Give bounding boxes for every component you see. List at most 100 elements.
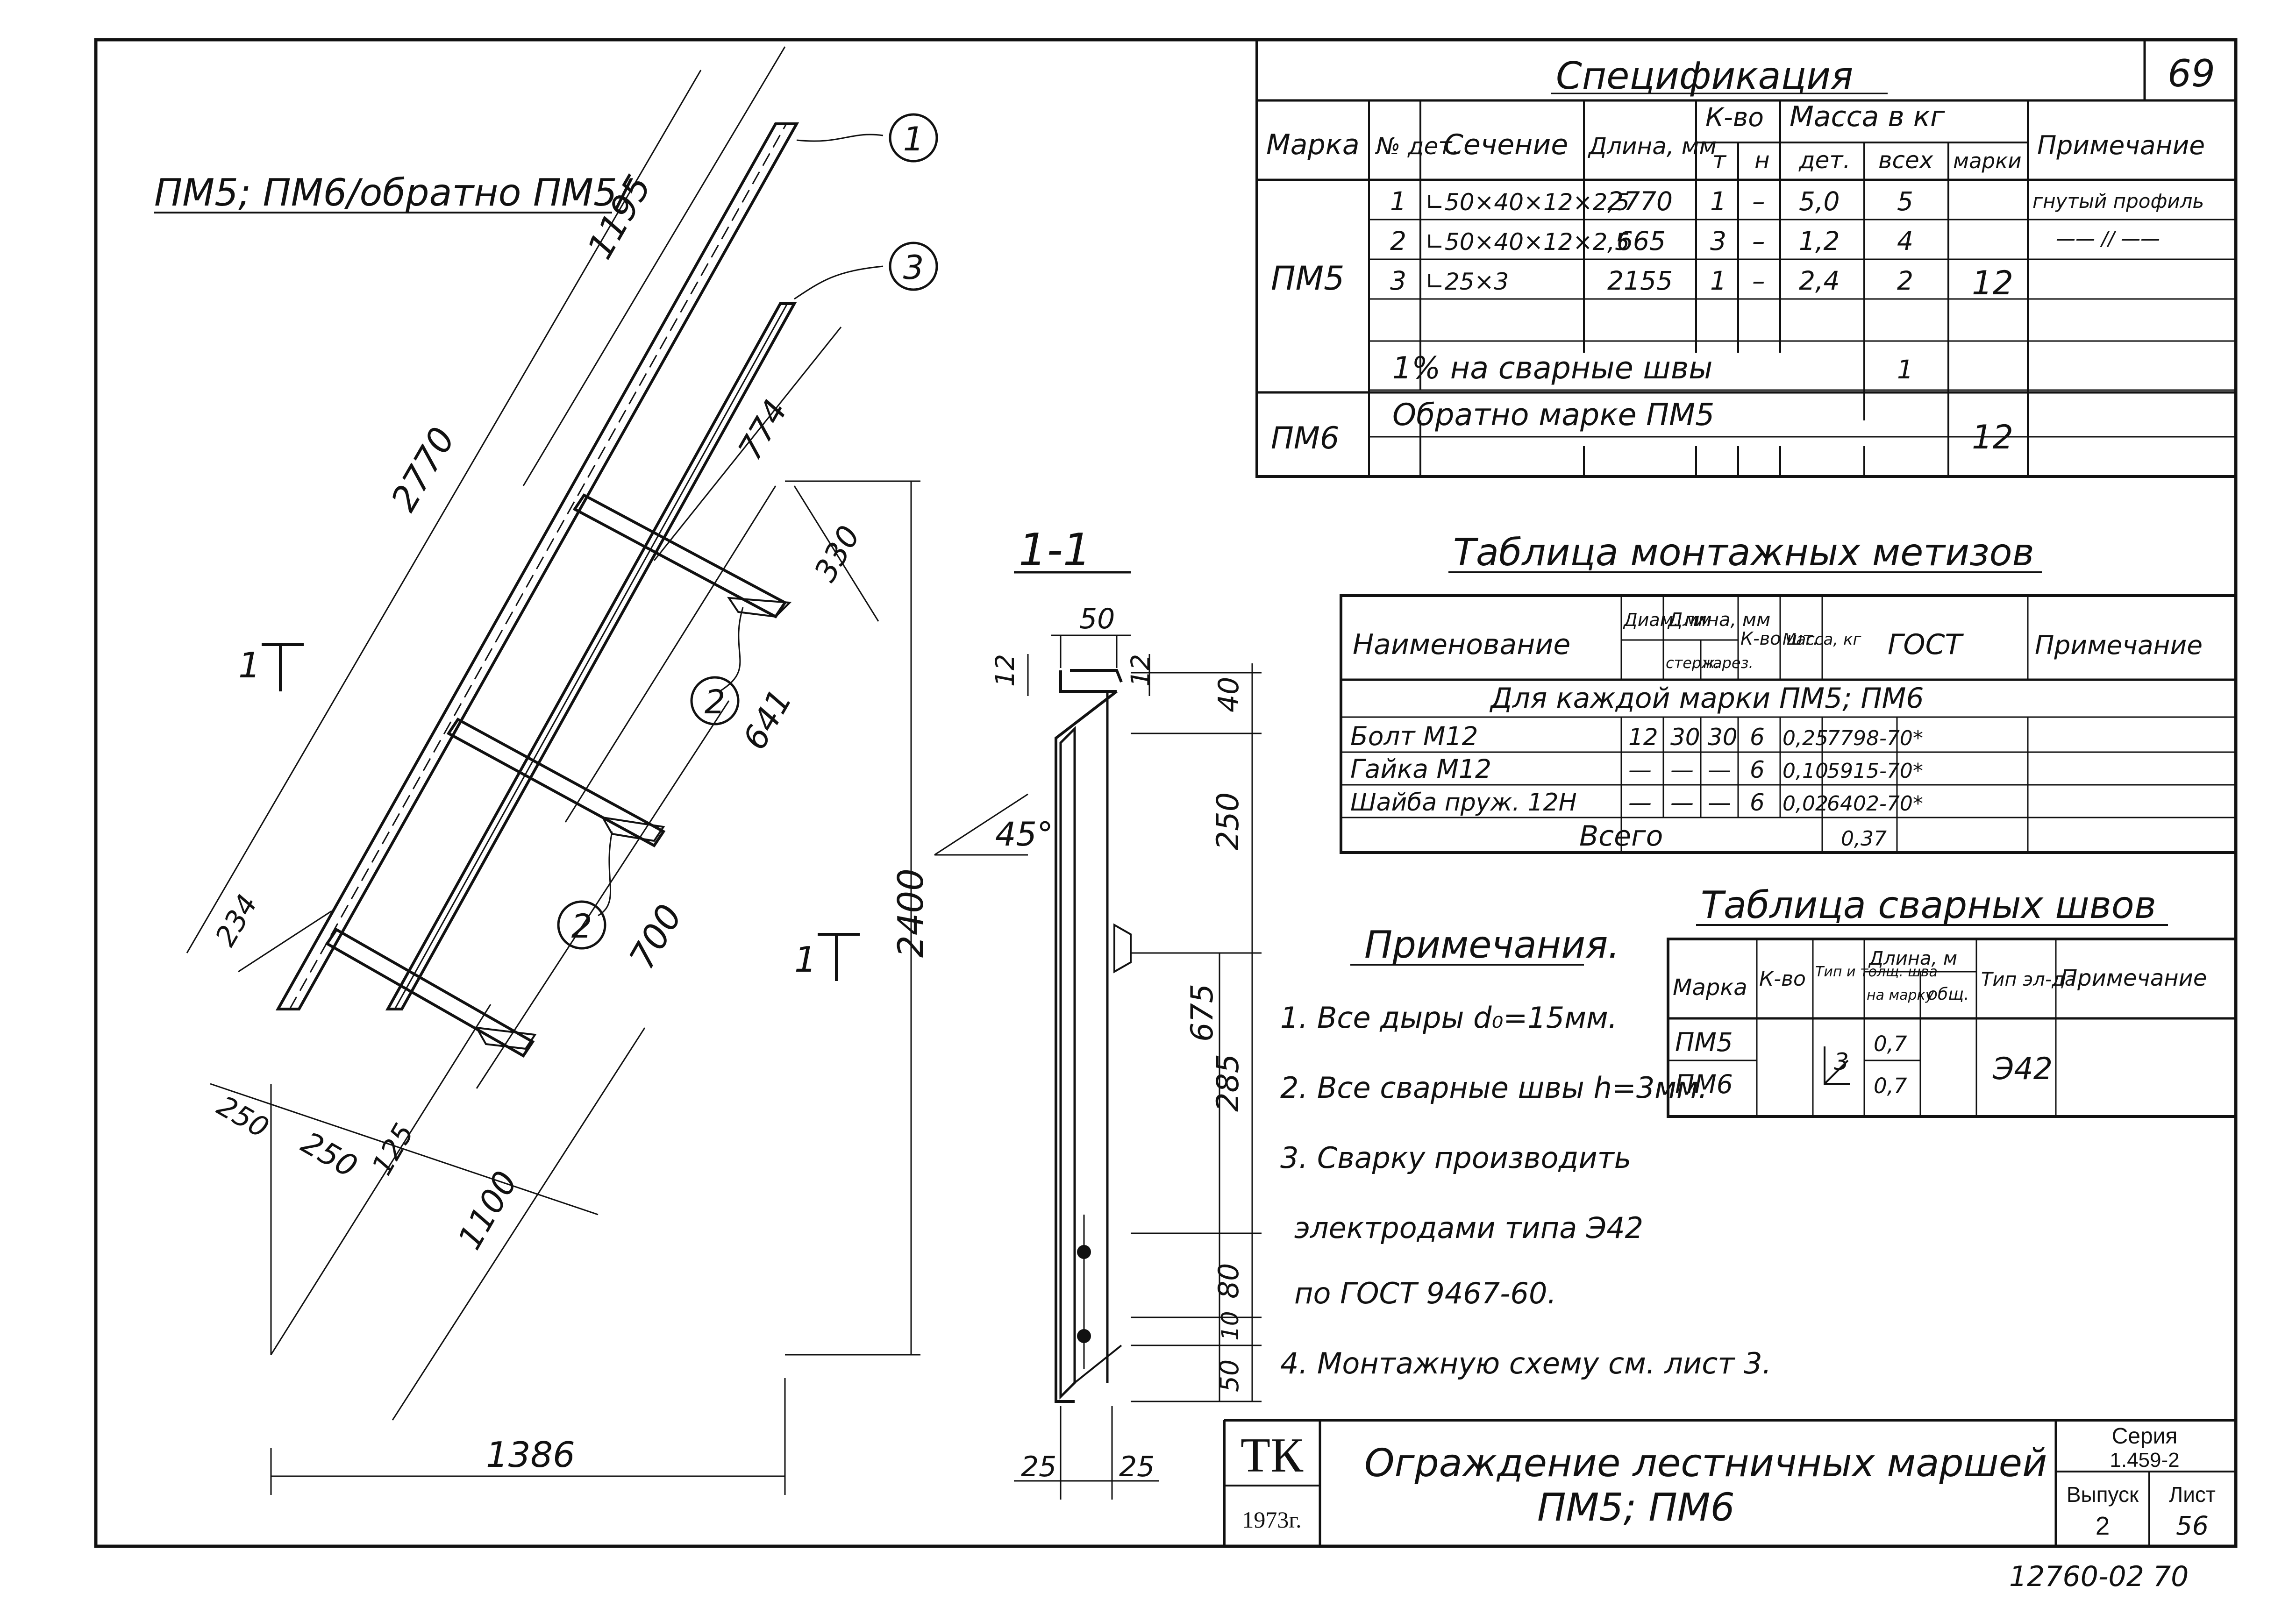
welds-len-pm5: 0,7 xyxy=(1874,1031,1907,1056)
sheet-value: 56 xyxy=(2176,1511,2209,1541)
fast-h-diam: Диам. мм xyxy=(1623,610,1711,630)
welds-title: Таблица сварных швов xyxy=(1701,883,2156,927)
dim-125: 125 xyxy=(365,1118,421,1180)
sect-dim-25a: 25 xyxy=(1021,1451,1056,1483)
fast-group: Для каждой марки ПМ5; ПМ6 xyxy=(1489,682,1924,715)
spec-mark-pm5: ПМ5 xyxy=(1271,259,1345,298)
sect-dim-12a: 12 xyxy=(990,654,1020,687)
main-view: ПМ5; ПМ6/обратно ПМ5/ 1 3 2 xyxy=(154,46,938,1495)
welds-table: Таблица сварных швов Марка К-во Тип и то… xyxy=(1667,883,2237,1118)
svg-text:5: 5 xyxy=(1897,186,1913,216)
note-line: 1. Все дыры d₀=15мм. xyxy=(1280,1001,1617,1035)
series-label: Серия xyxy=(2112,1424,2178,1449)
issue-label: Выпуск xyxy=(2067,1482,2139,1507)
spec-h-mark: Марка xyxy=(1266,128,1360,161)
svg-text:1: 1 xyxy=(1710,266,1726,296)
dim-641: 641 xyxy=(735,683,800,756)
svg-text:1: 1 xyxy=(1710,186,1726,216)
welds-h-mark: Марка xyxy=(1673,974,1747,1001)
welds-h-el: Тип эл-да xyxy=(1981,969,2076,990)
fasteners-title: Таблица монтажных метизов xyxy=(1453,531,2034,574)
svg-text:—: — xyxy=(1628,756,1652,783)
fast-h-gost: ГОСТ xyxy=(1888,628,1964,661)
svg-text:–: – xyxy=(1752,186,1765,216)
fast-h-name: Наименование xyxy=(1353,628,1570,661)
bottom-flat xyxy=(385,302,797,1010)
dim-2400: 2400 xyxy=(890,868,931,958)
welds-mark-pm6: ПМ6 xyxy=(1675,1069,1733,1099)
welds-h-type: Тип и толщ. шва xyxy=(1815,964,1938,980)
section-mark-left: 1 xyxy=(238,645,261,686)
svg-text:Гайка М12: Гайка М12 xyxy=(1350,754,1491,784)
welds-electrode: Э42 xyxy=(1992,1052,2053,1087)
svg-text:6: 6 xyxy=(1750,724,1765,751)
svg-text:12: 12 xyxy=(1628,724,1658,751)
svg-text:Шайба пруж. 12Н: Шайба пруж. 12Н xyxy=(1350,789,1577,817)
welds-h-qty: К-во xyxy=(1759,967,1806,991)
title-year: 1973г. xyxy=(1242,1507,1301,1533)
sect-dim-675: 675 xyxy=(1185,984,1220,1042)
section-view: 1-1 45° 50 12 12 xyxy=(934,525,1262,1500)
weld-symbol-icon xyxy=(1824,1046,1850,1085)
spec-h-qty-t: т xyxy=(1712,147,1727,174)
dim-1100: 1100 xyxy=(450,1165,525,1256)
notes-title: Примечания. xyxy=(1364,923,1620,967)
svg-text:3: 3 xyxy=(1710,226,1726,256)
section-mark-right: 1 xyxy=(794,939,817,980)
fast-row: Болт М12 12 30 30 6 0,25 7798-70* xyxy=(1350,721,1923,751)
svg-text:3: 3 xyxy=(1390,266,1406,296)
svg-text:2: 2 xyxy=(1390,226,1406,256)
spec-mark-pm6: ПМ6 xyxy=(1271,421,1339,456)
svg-text:—: — xyxy=(1708,789,1731,816)
posts xyxy=(325,493,792,1058)
fast-h-len-rod: стерж. xyxy=(1666,654,1719,672)
svg-text:∟50×40×12×2,5: ∟50×40×12×2,5 xyxy=(1425,228,1630,256)
note-line: по ГОСТ 9467-60. xyxy=(1294,1276,1556,1310)
dim-700: 700 xyxy=(621,897,690,976)
sect-dim-40: 40 xyxy=(1212,677,1245,712)
welds-h-note: Примечание xyxy=(2061,965,2207,991)
sect-dim-50: 50 xyxy=(1079,603,1115,635)
spec-h-note: Примечание xyxy=(2037,130,2205,160)
spec-weld-all: 1 xyxy=(1897,355,1913,384)
sect-dim-285: 285 xyxy=(1211,1054,1246,1112)
welds-h-len-total: общ. xyxy=(1927,985,1969,1004)
svg-text:30: 30 xyxy=(1670,724,1700,751)
fast-row: Шайба пруж. 12Н — — — 6 0,02 6402-70* xyxy=(1350,789,1923,817)
fasteners-table: Таблица монтажных метизов Наименование Д… xyxy=(1340,531,2237,854)
title-line1: Ограждение лестничных маршей xyxy=(1364,1441,2047,1486)
main-dimensions: 2770 1195 774 330 641 700 234 2400 250 2… xyxy=(186,46,931,1495)
fast-h-qty: К-во шт. xyxy=(1740,628,1818,649)
svg-text:–: – xyxy=(1752,266,1765,296)
spec-h-mass-mark: марки xyxy=(1953,149,2022,173)
fast-total-mass: 0,37 xyxy=(1841,827,1887,851)
dim-774: 774 xyxy=(731,393,795,467)
spec-pm6-total: 12 xyxy=(1972,418,2013,456)
title-line2: ПМ5; ПМ6 xyxy=(1537,1486,1735,1530)
note-line: электродами типа Э42 xyxy=(1294,1211,1643,1245)
svg-text:2770: 2770 xyxy=(1607,186,1673,216)
page-number: 69 xyxy=(2168,52,2215,95)
svg-text:7798-70*: 7798-70* xyxy=(1827,726,1923,750)
dim-250b: 250 xyxy=(295,1125,363,1185)
spec-title: Спецификация xyxy=(1556,54,1853,98)
callout-2a: 2 xyxy=(705,683,726,721)
spec-h-length: Длина, мм xyxy=(1588,133,1717,160)
dim-250a: 250 xyxy=(212,1089,274,1145)
svg-text:∟25×3: ∟25×3 xyxy=(1425,268,1509,295)
sect-dim-25b: 25 xyxy=(1119,1451,1155,1483)
archive-number: 12760-02 70 xyxy=(2009,1560,2189,1593)
spec-table: Спецификация Марка № дет. Сечение Длин xyxy=(1255,38,2237,478)
svg-text:6: 6 xyxy=(1750,756,1765,783)
section-markers: 1 1 xyxy=(238,643,860,981)
note-line: 4. Монтажную схему см. лист 3. xyxy=(1280,1346,1771,1380)
welds-h-len: Длина, м xyxy=(1868,948,1957,969)
spec-h-mass-all: всех xyxy=(1878,147,1933,174)
dim-2770: 2770 xyxy=(383,420,463,518)
spec-row: 3 ∟25×3 2155 1 – 2,4 2 xyxy=(1390,266,1913,296)
svg-text:∟50×40×12×2,5: ∟50×40×12×2,5 xyxy=(1425,189,1630,216)
notes: Примечания. 1. Все дыры d₀=15мм. 2. Все … xyxy=(1280,923,1771,1380)
svg-text:1,2: 1,2 xyxy=(1799,226,1840,256)
svg-text:0,10: 0,10 xyxy=(1783,759,1828,783)
